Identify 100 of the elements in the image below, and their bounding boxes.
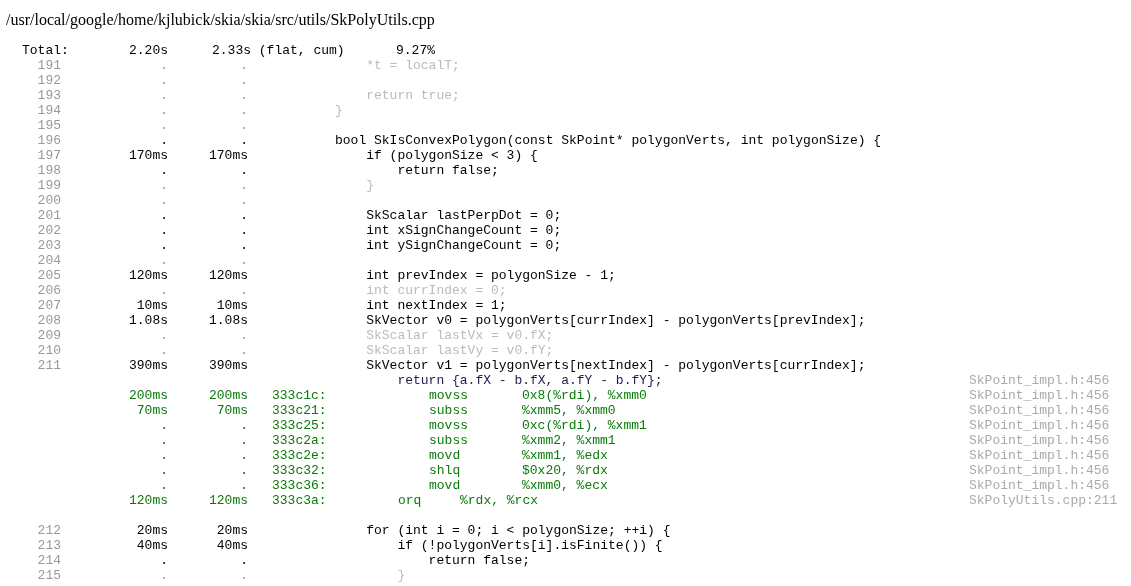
flat-time: . bbox=[160, 463, 168, 478]
flat-time: 170ms bbox=[129, 148, 168, 163]
flat-time: . bbox=[160, 193, 168, 208]
source-code: int xSignChangeCount = 0; bbox=[366, 223, 562, 238]
source-reference: SkPoint_impl.h:456 bbox=[969, 448, 1110, 463]
file-path-title: /usr/local/google/home/kjlubick/skia/skia/src/utils/SkPolyUtils.cpp bbox=[6, 11, 435, 29]
flat-time: 120ms bbox=[129, 268, 168, 283]
line-number: 198 bbox=[37, 163, 61, 178]
cumulative-time: 20ms bbox=[216, 523, 248, 538]
line-number: 194 bbox=[37, 103, 61, 118]
line-number: 203 bbox=[37, 238, 61, 253]
cumulative-time: . bbox=[240, 178, 248, 193]
instruction-operands: %xmm2, %xmm1 bbox=[522, 433, 616, 448]
line-number: 211 bbox=[37, 358, 61, 373]
cumulative-time: . bbox=[240, 223, 248, 238]
flat-time: . bbox=[160, 178, 168, 193]
instruction-mnemonic: shlq bbox=[429, 463, 461, 478]
instruction-mnemonic: orq bbox=[398, 493, 422, 508]
line-number: 192 bbox=[37, 73, 61, 88]
source-reference: SkPoint_impl.h:456 bbox=[969, 388, 1110, 403]
flat-time: 200ms bbox=[129, 388, 168, 403]
flat-time: . bbox=[160, 208, 168, 223]
flat-time: . bbox=[160, 568, 168, 583]
line-number: 201 bbox=[37, 208, 61, 223]
source-reference: SkPoint_impl.h:456 bbox=[969, 433, 1110, 448]
flat-time: 390ms bbox=[129, 358, 168, 373]
flat-time: . bbox=[160, 103, 168, 118]
source-code: int nextIndex = 1; bbox=[366, 298, 507, 313]
line-number: 209 bbox=[37, 328, 61, 343]
flat-time: . bbox=[160, 163, 168, 178]
cumulative-time: . bbox=[240, 193, 248, 208]
source-code: } bbox=[397, 568, 406, 583]
source-code: } bbox=[366, 178, 374, 193]
instruction-operands: 0x8(%rdi), %xmm0 bbox=[522, 388, 647, 403]
instruction-mnemonic: subss bbox=[429, 403, 468, 418]
source-code: SkScalar lastVy = v0.fY; bbox=[366, 343, 554, 358]
flat-time: . bbox=[160, 133, 168, 148]
cumulative-time: 120ms bbox=[209, 268, 248, 283]
flat-time: . bbox=[160, 448, 168, 463]
source-reference: SkPoint_impl.h:456 bbox=[969, 478, 1110, 493]
source-reference: SkPolyUtils.cpp:211 bbox=[969, 493, 1118, 508]
flat-time: 2.20s bbox=[129, 43, 168, 58]
line-number: 212 bbox=[37, 523, 61, 538]
line-number: 191 bbox=[37, 58, 61, 73]
flat-time: . bbox=[160, 328, 168, 343]
cumulative-time: . bbox=[240, 463, 248, 478]
cumulative-time: . bbox=[240, 58, 248, 73]
cumulative-time: . bbox=[240, 568, 248, 583]
source-code: *t = localT; bbox=[366, 58, 460, 73]
flat-time: . bbox=[160, 553, 168, 568]
cumulative-time: . bbox=[240, 283, 248, 298]
cumulative-time: . bbox=[240, 238, 248, 253]
source-code: SkScalar lastPerpDot = 0; bbox=[366, 208, 562, 223]
source-code: } bbox=[335, 103, 343, 118]
flat-time: 20ms bbox=[136, 523, 168, 538]
source-code: int currIndex = 0; bbox=[366, 283, 507, 298]
source-code: for (int i = 0; i < polygonSize; ++i) { bbox=[366, 523, 671, 538]
source-code: int prevIndex = polygonSize - 1; bbox=[366, 268, 616, 283]
flat-time: . bbox=[160, 343, 168, 358]
instruction-address: 333c1c: bbox=[272, 388, 327, 403]
source-code: SkVector v0 = polygonVerts[currIndex] - polygonVerts[prevIndex]; bbox=[366, 313, 866, 328]
instruction-address: 333c2a: bbox=[272, 433, 327, 448]
source-reference: SkPoint_impl.h:456 bbox=[969, 373, 1110, 388]
source-reference: SkPoint_impl.h:456 bbox=[969, 418, 1110, 433]
line-number: 207 bbox=[37, 298, 61, 313]
flat-time: . bbox=[160, 478, 168, 493]
source-reference: SkPoint_impl.h:456 bbox=[969, 463, 1110, 478]
cumulative-time: 1.08s bbox=[209, 313, 248, 328]
instruction-operands: $0x20, %rdx bbox=[522, 463, 608, 478]
cumulative-time: . bbox=[240, 478, 248, 493]
line-number: 193 bbox=[37, 88, 61, 103]
cumulative-time: 2.33s (flat, cum) bbox=[212, 43, 345, 58]
cumulative-time: 70ms bbox=[216, 403, 248, 418]
line-number: 210 bbox=[37, 343, 61, 358]
line-number: 204 bbox=[37, 253, 61, 268]
line-number: 206 bbox=[37, 283, 61, 298]
cumulative-time: . bbox=[240, 418, 248, 433]
flat-time: . bbox=[160, 253, 168, 268]
cumulative-time: 200ms bbox=[209, 388, 248, 403]
flat-time: . bbox=[160, 58, 168, 73]
line-number: 200 bbox=[37, 193, 61, 208]
flat-time: . bbox=[160, 118, 168, 133]
instruction-address: 333c36: bbox=[272, 478, 327, 493]
instruction-mnemonic: movd bbox=[429, 478, 461, 493]
instruction-mnemonic: movss bbox=[429, 388, 468, 403]
cumulative-time: 120ms bbox=[209, 493, 248, 508]
cumulative-time: 40ms bbox=[216, 538, 248, 553]
cumulative-time: 390ms bbox=[209, 358, 248, 373]
flat-time: 70ms bbox=[136, 403, 168, 418]
cumulative-time: . bbox=[240, 133, 248, 148]
cumulative-time: . bbox=[240, 553, 248, 568]
line-number: 215 bbox=[37, 568, 61, 583]
instruction-operands: %rdx, %rcx bbox=[460, 493, 538, 508]
source-code: if (!polygonVerts[i].isFinite()) { bbox=[397, 538, 663, 553]
line-number: 213 bbox=[37, 538, 61, 553]
cumulative-time: . bbox=[240, 118, 248, 133]
instruction-mnemonic: movd bbox=[429, 448, 461, 463]
line-number: 196 bbox=[37, 133, 61, 148]
cumulative-time: . bbox=[240, 103, 248, 118]
line-number: 205 bbox=[37, 268, 61, 283]
